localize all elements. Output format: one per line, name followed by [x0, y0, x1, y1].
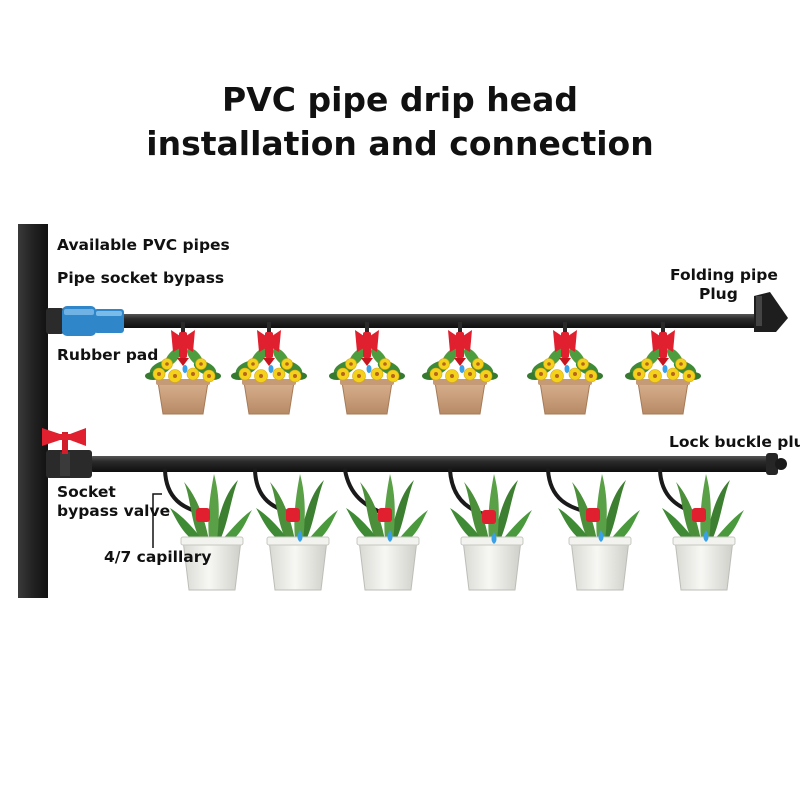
flower-basket — [230, 321, 308, 415]
title-line-1: PVC pipe drip head — [222, 80, 578, 119]
potted-plant — [449, 473, 533, 591]
label-pipe-socket-bypass: Pipe socket bypass — [57, 269, 225, 287]
potted-plant — [557, 473, 641, 591]
upper-pvc-pipe — [92, 314, 768, 328]
folding-pipe-plug — [754, 292, 788, 332]
label-rubber-pad: Rubber pad — [57, 346, 159, 364]
potted-plant — [661, 473, 745, 591]
main-vertical-pipe — [18, 224, 48, 598]
pipe-socket-bypass-fitting — [46, 306, 124, 336]
lock-buckle-plug — [766, 453, 787, 475]
flower-basket — [421, 321, 499, 415]
flower-basket — [624, 321, 702, 415]
label-folding-pipe: Folding pipe — [670, 266, 778, 284]
label-bypass-valve: bypass valve — [57, 502, 171, 520]
potted-plant — [255, 473, 339, 591]
label-folding-pipe-plug: Plug — [699, 285, 738, 303]
label-socket: Socket — [57, 483, 116, 501]
flower-basket — [526, 321, 604, 415]
flower-basket-row — [144, 321, 702, 415]
label-available-pvc-pipes: Available PVC pipes — [57, 236, 230, 254]
socket-bypass-valve — [42, 428, 92, 478]
potted-plant — [345, 473, 429, 591]
capillary-drippers — [196, 508, 706, 524]
lower-pvc-pipe — [90, 456, 778, 472]
flower-basket — [328, 321, 406, 415]
potted-plant — [169, 473, 253, 591]
label-lock-buckle-plug: Lock buckle plug — [669, 433, 800, 451]
water-drops — [297, 530, 709, 544]
title-line-2: installation and connection — [146, 124, 654, 163]
capillary-leader-line — [152, 493, 162, 548]
label-capillary: 4/7 capillary — [104, 548, 212, 566]
flower-basket — [144, 321, 222, 415]
potted-plant-row — [163, 468, 745, 591]
